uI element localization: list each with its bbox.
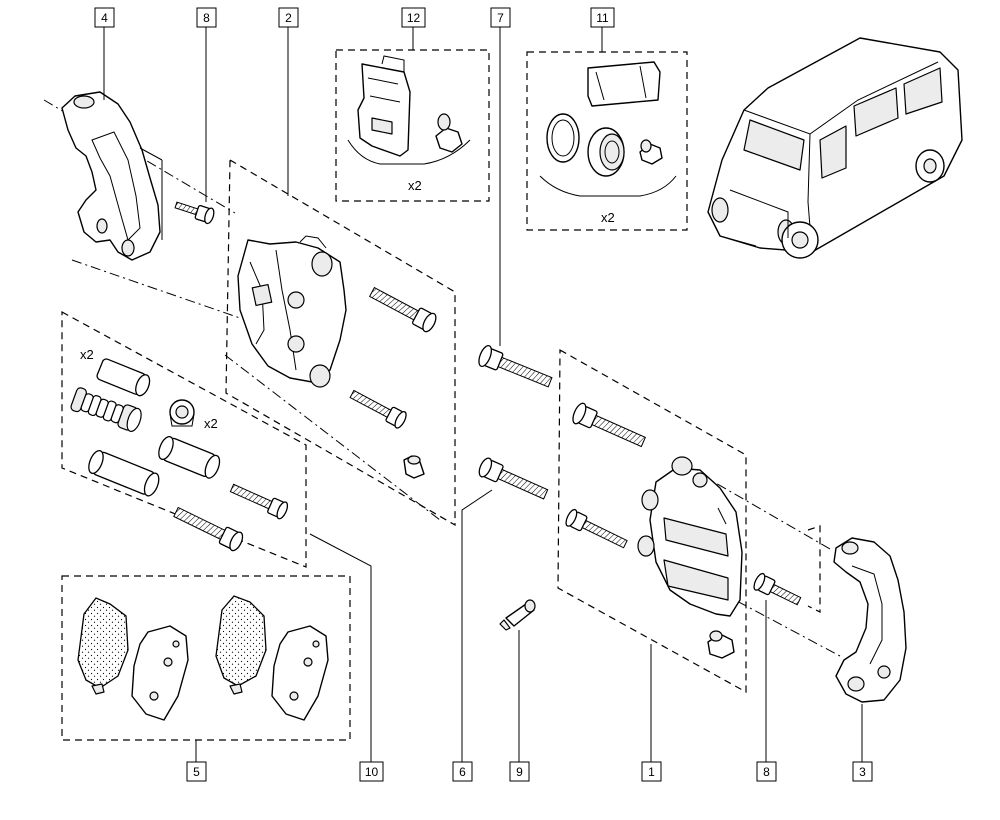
bellows-boot (70, 387, 142, 432)
caliper-bracket-3 (833, 537, 907, 703)
guide-bolt-upper (368, 286, 437, 333)
svg-text:3: 3 (859, 765, 866, 779)
svg-text:10: 10 (365, 765, 379, 779)
guide-pin-long (173, 506, 244, 552)
pad-3 (215, 595, 267, 695)
pad-2 (131, 625, 189, 721)
callout-7: 7 (490, 7, 511, 28)
kit-5-boundary (61, 575, 351, 741)
callout-8-bottom: 8 (756, 761, 777, 782)
kit-10-boundary (61, 310, 307, 568)
guide-bolt-lower (349, 389, 407, 429)
bracket-bolt-8-bottom (753, 572, 802, 606)
caliper-bolt-7 (478, 344, 553, 388)
svg-text:9: 9 (516, 765, 523, 779)
leader-lines (103, 27, 863, 762)
bleed-screw-9 (499, 599, 536, 631)
guide-bolt-1-upper (572, 402, 647, 448)
brake-caliper-1 (637, 456, 743, 617)
callout-4: 4 (94, 7, 115, 28)
bleed-nipple-kit-12 (435, 113, 463, 153)
qty-kit-12: x2 (408, 178, 422, 193)
brake-pad-set-5 (77, 595, 329, 721)
bracket-3-bracket-line (807, 525, 821, 613)
svg-text:8: 8 (203, 11, 210, 25)
svg-text:1: 1 (648, 765, 655, 779)
sleeve-upper (96, 358, 151, 397)
pad-4 (271, 625, 329, 721)
dust-cap (169, 399, 195, 427)
bracket-bolt-8-top (174, 201, 215, 225)
kit-1-boundary (557, 348, 747, 694)
pad-1 (77, 597, 129, 695)
qty-sleeves: x2 (80, 347, 94, 362)
callout-2: 2 (278, 7, 299, 28)
guide-bolt-1-lower (565, 508, 628, 549)
callout-1: 1 (641, 761, 662, 782)
callout-11: 11 (590, 7, 615, 28)
svg-text:7: 7 (497, 11, 504, 25)
sleeve-lower-right (158, 435, 221, 479)
guide-pin-kit-10 (70, 358, 289, 552)
caliper-bolt-6 (478, 457, 549, 500)
callout-9: 9 (509, 761, 530, 782)
brake-caliper-2 (237, 235, 347, 388)
svg-text:6: 6 (459, 765, 466, 779)
seal-kit-11 (539, 61, 677, 197)
svg-text:5: 5 (193, 765, 200, 779)
svg-text:8: 8 (763, 765, 770, 779)
guide-pin-short (229, 483, 289, 520)
spring-clip-kit-12 (347, 55, 471, 165)
svg-text:12: 12 (407, 11, 421, 25)
callout-3: 3 (852, 761, 873, 782)
callout-6: 6 (452, 761, 473, 782)
bleed-nipple-kit-11 (639, 139, 663, 165)
callout-5: 5 (186, 761, 207, 782)
qty-dust-caps: x2 (204, 416, 218, 431)
callout-8-top: 8 (196, 7, 217, 28)
callout-10: 10 (359, 761, 384, 782)
svg-text:11: 11 (596, 11, 609, 25)
svg-text:2: 2 (285, 11, 292, 25)
qty-kit-11: x2 (601, 210, 615, 225)
assembly-axes (43, 99, 841, 657)
bleed-nipple-caliper-1 (707, 630, 735, 659)
svg-text:4: 4 (101, 11, 108, 25)
kit-2-boundary (225, 158, 456, 527)
sleeve-lower-left (88, 449, 160, 497)
callout-12: 12 (401, 7, 426, 28)
caliper-bracket-4 (61, 91, 163, 261)
bleed-nipple-caliper-2 (403, 455, 425, 479)
vehicle-illustration (707, 37, 963, 259)
